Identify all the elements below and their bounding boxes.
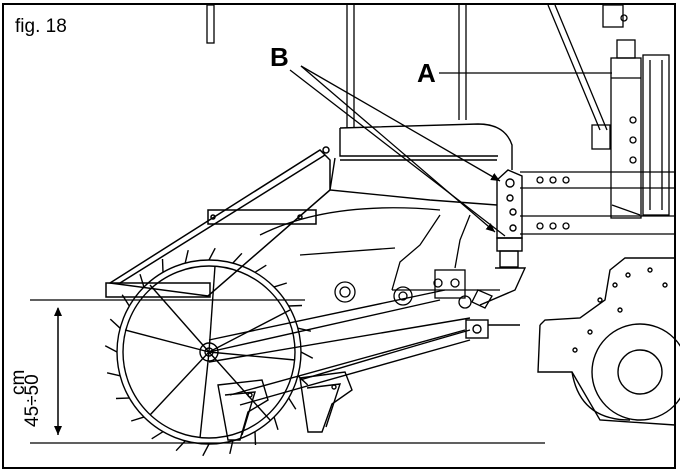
wheel-tooth xyxy=(232,252,243,264)
wheel-tooth xyxy=(130,416,145,422)
wheel-tooth xyxy=(104,345,118,353)
reference-lines xyxy=(30,299,545,444)
wheel-tooth xyxy=(208,247,216,261)
wheel-tooth xyxy=(106,372,121,377)
figure-number: fig. 18 xyxy=(15,16,67,37)
wheel-tooth xyxy=(139,273,145,288)
dimension-unit: cm xyxy=(8,370,29,395)
wheel-tooth xyxy=(288,304,303,307)
wheel-tooth xyxy=(254,264,267,273)
wheel-tooth xyxy=(175,440,186,452)
wheel-tooth xyxy=(109,318,121,329)
transverse-beam xyxy=(329,123,513,206)
wheel-tooth xyxy=(273,416,279,431)
upright-tubes xyxy=(206,4,467,128)
wheel-tooth xyxy=(151,431,164,440)
dimension-value: 45÷50 xyxy=(22,374,43,427)
figure-frame xyxy=(2,3,676,469)
link-plate xyxy=(479,169,527,306)
wheel-tooth xyxy=(115,397,130,400)
wheel-tooth xyxy=(297,375,309,386)
wheel-tooth xyxy=(288,397,297,410)
support-frame xyxy=(259,207,500,309)
wheel-tooth xyxy=(161,258,164,273)
wheel-tooth xyxy=(202,443,210,457)
rear-wheel xyxy=(537,257,680,426)
wheel-tooth xyxy=(297,327,312,332)
wheel-tooth xyxy=(184,249,189,264)
callout-a-label: A xyxy=(417,58,436,88)
machine-chassis xyxy=(520,4,675,235)
wheel-tooth xyxy=(273,282,288,288)
callout-leaders xyxy=(289,65,612,237)
linkage-arms xyxy=(208,289,520,406)
furrow-openers xyxy=(217,371,353,441)
callout-b-label: B xyxy=(270,42,289,72)
wheel-tooth xyxy=(300,351,314,359)
